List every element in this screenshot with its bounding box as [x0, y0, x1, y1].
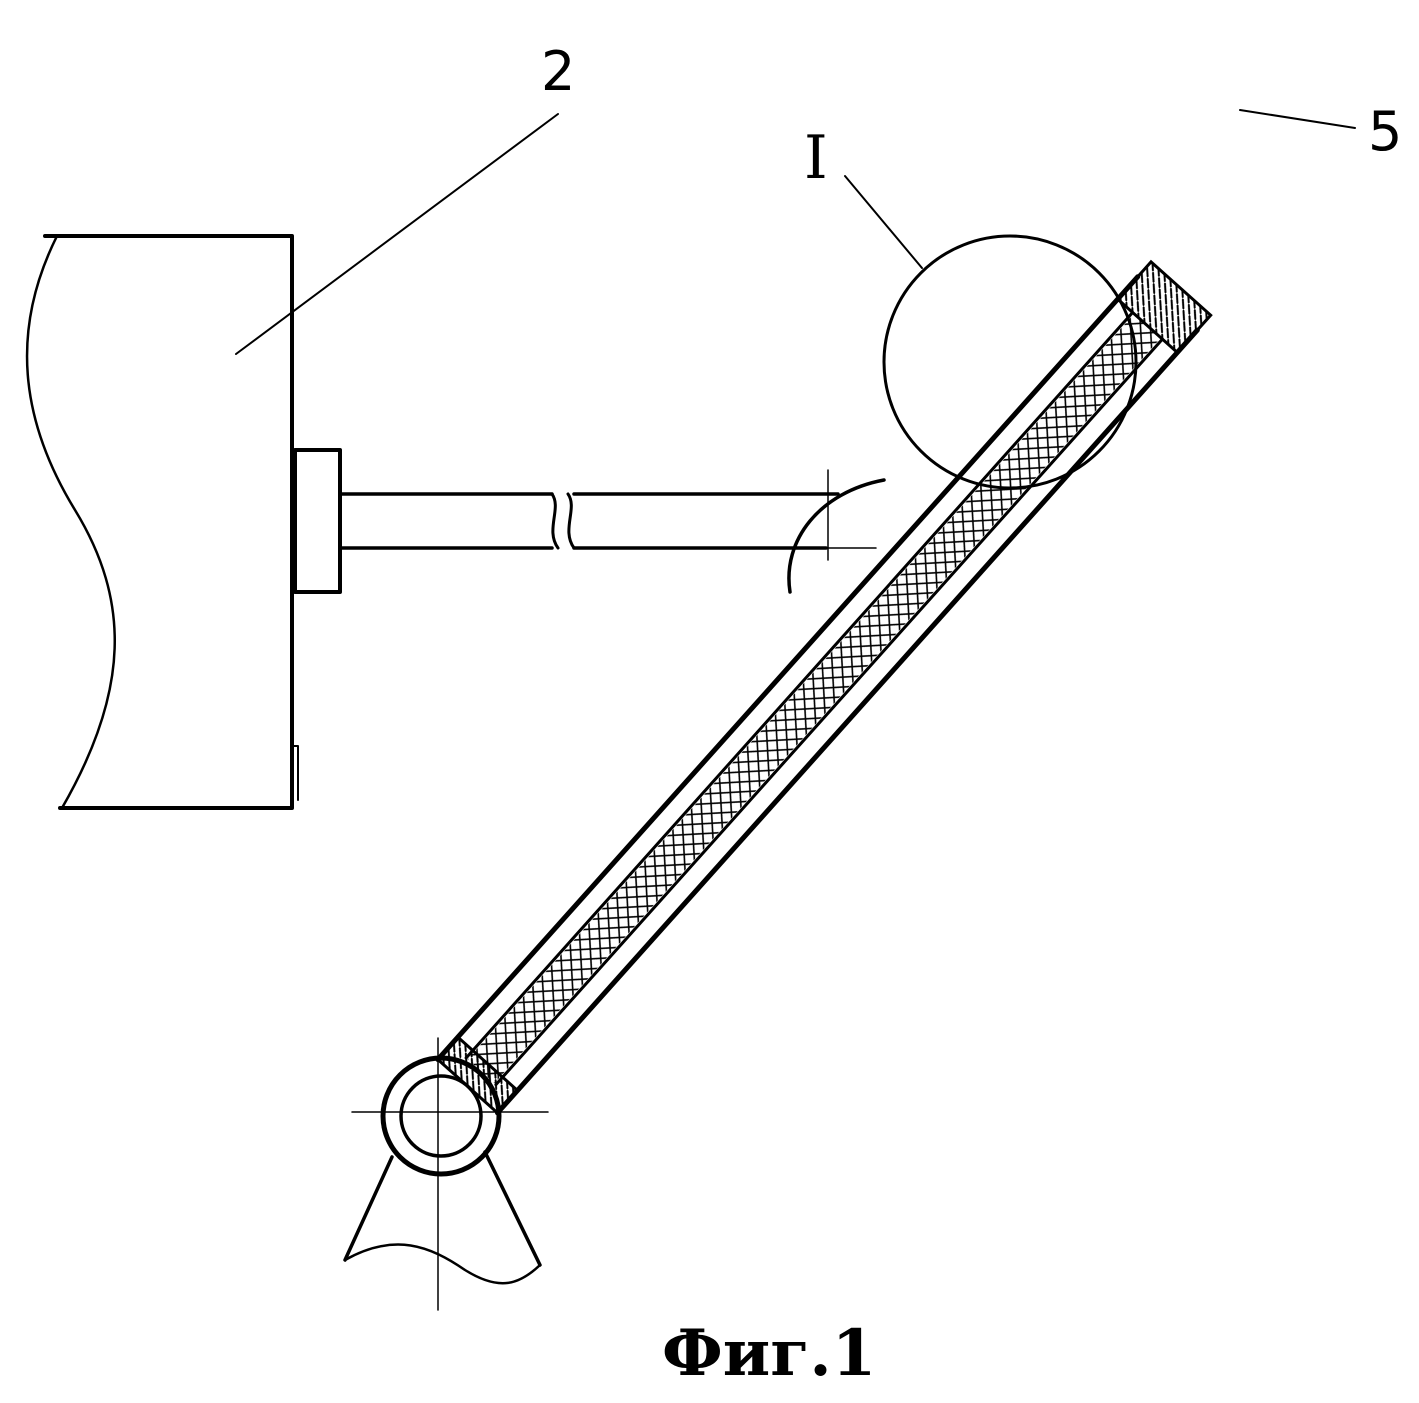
figure-caption: Фиг.1	[662, 1316, 876, 1391]
connecting-rod	[340, 494, 838, 548]
inclined-tube	[438, 262, 1211, 1113]
label-housing: 2	[541, 40, 575, 103]
detail-leader	[845, 176, 922, 268]
pivot-joint	[352, 1038, 548, 1310]
mount-block	[295, 450, 340, 592]
housing-body	[27, 236, 298, 808]
label-end-cap: 5	[1368, 100, 1402, 163]
end-cap-leader	[1240, 110, 1355, 128]
label-detail: I	[804, 123, 828, 193]
